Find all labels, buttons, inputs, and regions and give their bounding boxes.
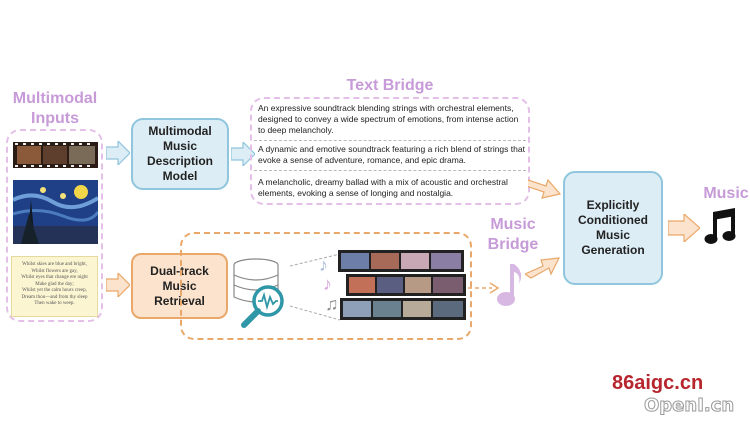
arrow-to-description-model xyxy=(106,141,130,165)
music-note-icon xyxy=(704,208,736,244)
watermark-86aigc: 86aigc.cn xyxy=(612,372,704,394)
arrow-to-dual-track xyxy=(106,273,130,297)
music-note-icon: ♪ xyxy=(323,274,332,294)
text-input-poem: Whilst skies are blue and bright, Whilst… xyxy=(11,256,98,317)
video-input-thumbnail xyxy=(13,142,98,168)
text-description-1: An expressive soundtrack blending string… xyxy=(258,103,519,135)
music-note-icon xyxy=(497,264,522,306)
text-description-2: A dynamic and emotive soundtrack featuri… xyxy=(258,144,525,165)
connection-lines xyxy=(290,253,341,321)
dual-track-retrieval-box: Dual-track Music Retrieval xyxy=(131,253,228,319)
music-video-filmstrips xyxy=(338,250,466,320)
generation-box: Explicitly Conditioned Music Generation xyxy=(563,171,663,285)
description-divider xyxy=(254,170,526,171)
music-note-icon: ♪ xyxy=(319,255,328,275)
music-bridge-label: Music Bridge xyxy=(487,216,539,253)
arrow-to-music-bridge xyxy=(468,282,500,294)
multimodal-inputs-container xyxy=(6,129,103,322)
music-bridge-container xyxy=(180,232,472,340)
arrow-to-text-bridge xyxy=(231,142,255,166)
music-label: Music xyxy=(703,185,749,202)
arrow-to-music xyxy=(668,214,700,242)
watermark-openi: OpenI.cn xyxy=(643,395,735,417)
text-bridge-container xyxy=(250,97,530,205)
arrow-music-bridge-to-generation xyxy=(525,257,561,279)
text-description-3: A melancholic, dreamy ballad with a mix … xyxy=(258,177,508,198)
image-input-thumbnail xyxy=(12,180,100,244)
database-search-icon xyxy=(233,258,284,328)
description-model-box: Multimodal Music Description Model xyxy=(131,118,229,190)
music-note-icon: ♫ xyxy=(325,294,339,314)
multimodal-inputs-label: Multimodal Inputs xyxy=(12,90,98,127)
description-divider xyxy=(254,140,526,141)
arrow-text-bridge-to-generation xyxy=(528,178,562,199)
text-bridge-label: Text Bridge xyxy=(346,77,434,94)
